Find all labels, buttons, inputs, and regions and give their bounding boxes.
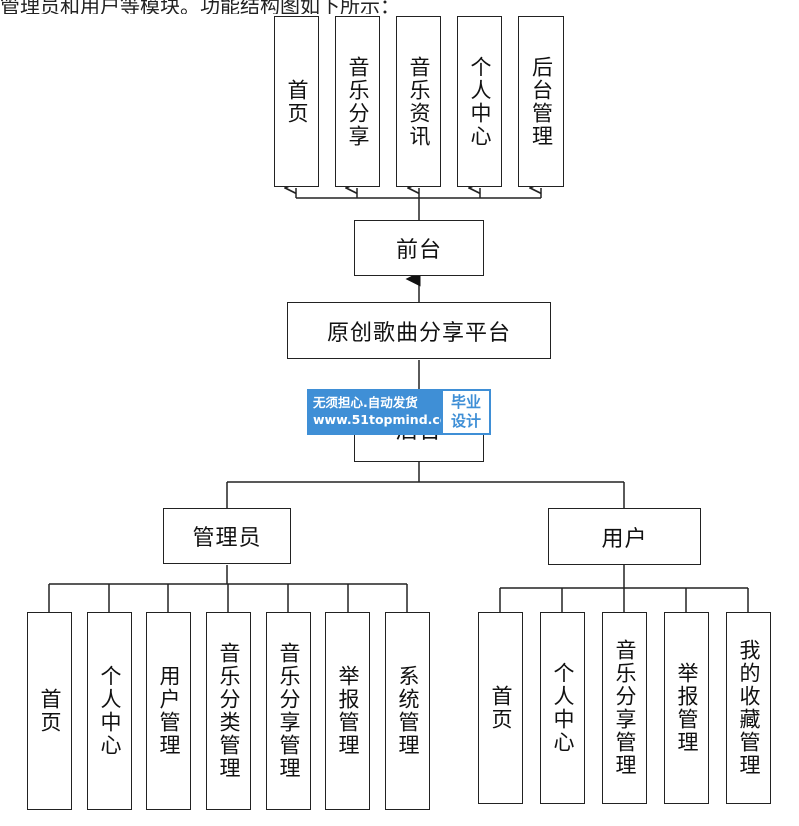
front-module-personal-center: 个人中心 bbox=[457, 16, 502, 187]
user-label: 用户 bbox=[601, 526, 648, 552]
watermark-badge: 毕业 设计 bbox=[441, 389, 491, 435]
admin-module-personal-center-label: 个人中心 bbox=[98, 665, 122, 757]
admin-module-home: 首页 bbox=[27, 612, 72, 810]
admin-module-user-mgmt: 用户管理 bbox=[146, 612, 191, 810]
admin-module-report-mgmt-label: 举报管理 bbox=[336, 665, 360, 757]
user-module-home-label: 首页 bbox=[489, 685, 513, 731]
root-node: 原创歌曲分享平台 bbox=[287, 302, 551, 359]
user-module-favorites-mgmt-label: 我的收藏管理 bbox=[737, 639, 761, 777]
watermark-badge-line1: 毕业 bbox=[450, 393, 481, 411]
front-module-backend-mgmt: 后台管理 bbox=[518, 16, 564, 187]
admin-module-music-share-mgmt: 音乐分享管理 bbox=[266, 612, 311, 810]
user-module-home: 首页 bbox=[478, 612, 523, 804]
admin-module-music-category-mgmt-label: 音乐分类管理 bbox=[217, 642, 241, 780]
admin-module-home-label: 首页 bbox=[38, 688, 62, 734]
caption-cut: 管理员和用户等模块。功能结构图如下所示： bbox=[0, 0, 799, 14]
front-module-personal-center-label: 个人中心 bbox=[468, 55, 492, 148]
front-module-home: 首页 bbox=[274, 16, 319, 187]
front-module-home-label: 首页 bbox=[285, 78, 309, 125]
front-module-music-news: 音乐资讯 bbox=[396, 16, 441, 187]
front-module-music-share-label: 音乐分享 bbox=[346, 55, 370, 148]
user-module-report-mgmt-label: 举报管理 bbox=[675, 662, 699, 754]
admin-module-music-category-mgmt: 音乐分类管理 bbox=[206, 612, 251, 810]
front-module-music-news-label: 音乐资讯 bbox=[407, 55, 431, 148]
admin-module-personal-center: 个人中心 bbox=[87, 612, 132, 810]
watermark-banner: 无须担心.自动发货 www.51topmind.com 毕业 设计 bbox=[307, 389, 491, 435]
admin-label: 管理员 bbox=[192, 526, 262, 551]
admin-module-system-mgmt-label: 系统管理 bbox=[396, 665, 420, 757]
watermark-line2: www.51topmind.com bbox=[313, 412, 462, 427]
watermark-badge-line2: 设计 bbox=[450, 412, 481, 430]
user-module-favorites-mgmt: 我的收藏管理 bbox=[726, 612, 771, 804]
user-module-music-share-mgmt: 音乐分享管理 bbox=[602, 612, 647, 804]
root-label: 原创歌曲分享平台 bbox=[326, 320, 511, 346]
admin-module-user-mgmt-label: 用户管理 bbox=[157, 665, 181, 757]
admin-module-system-mgmt: 系统管理 bbox=[385, 612, 430, 810]
frontend-label: 前台 bbox=[395, 238, 442, 263]
admin-module-report-mgmt: 举报管理 bbox=[325, 612, 370, 810]
user-module-personal-center: 个人中心 bbox=[540, 612, 585, 804]
user-module-personal-center-label: 个人中心 bbox=[551, 662, 575, 754]
watermark-line1: 无须担心.自动发货 bbox=[313, 395, 418, 410]
caption-text: 管理员和用户等模块。功能结构图如下所示： bbox=[0, 0, 400, 14]
frontend-node: 前台 bbox=[354, 220, 484, 276]
admin-node: 管理员 bbox=[163, 508, 291, 564]
user-node: 用户 bbox=[548, 508, 701, 565]
front-module-backend-mgmt-label: 后台管理 bbox=[529, 55, 554, 148]
user-module-music-share-mgmt-label: 音乐分享管理 bbox=[613, 639, 637, 777]
admin-module-music-share-mgmt-label: 音乐分享管理 bbox=[277, 642, 301, 780]
user-module-report-mgmt: 举报管理 bbox=[664, 612, 709, 804]
watermark-text-block: 无须担心.自动发货 www.51topmind.com bbox=[307, 389, 462, 435]
front-module-music-share: 音乐分享 bbox=[335, 16, 380, 187]
